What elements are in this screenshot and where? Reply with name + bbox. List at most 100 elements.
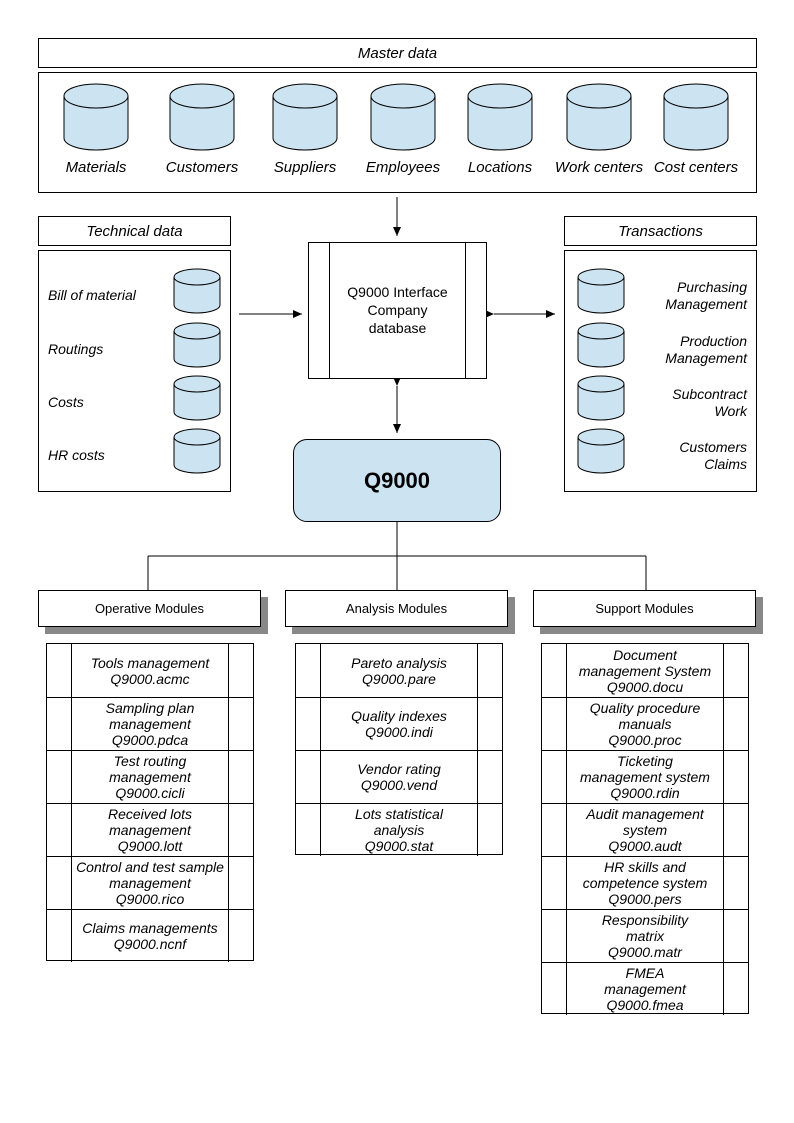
row-divider	[228, 751, 229, 803]
row-divider	[228, 857, 229, 909]
technical-data-title-box: Technical data	[38, 216, 231, 246]
cylinder-icon	[173, 322, 221, 368]
cylinder-icon	[63, 83, 129, 151]
q9000-label: Q9000	[363, 467, 431, 493]
module-item-line: Q9000.pers	[608, 891, 682, 907]
module-item-line: Sampling plan	[105, 700, 195, 716]
transaction-line: Production	[680, 333, 747, 349]
interface-right-bar	[465, 243, 466, 378]
module-item-line: system	[622, 822, 668, 838]
module-item-line: Q9000.pare	[362, 670, 436, 687]
row-divider	[723, 644, 724, 697]
module-item-line: analysis	[373, 822, 425, 838]
row-divider	[723, 804, 724, 856]
row-divider	[228, 644, 229, 697]
row-divider	[71, 751, 72, 803]
module-item-line: HR skills and	[604, 859, 686, 875]
master-item-work-centers: Work centers	[554, 159, 644, 176]
module-item-line: management System	[578, 662, 712, 679]
module-item-line: Document	[613, 646, 677, 663]
module-item-line: management	[109, 769, 191, 785]
module-item-line: Q9000.lott	[117, 838, 183, 854]
module-item-line: Ticketing	[617, 753, 673, 769]
module-item-line: Q9000.acmc	[110, 670, 190, 687]
interface-line-2: Company	[367, 302, 428, 318]
master-item-cost-centers: Cost centers	[653, 159, 739, 176]
row-divider	[71, 804, 72, 856]
cylinder-icon	[169, 83, 235, 151]
cylinder-icon	[173, 375, 221, 421]
master-data-title: Master data	[357, 44, 438, 62]
row-divider	[566, 910, 567, 962]
module-item-line: Q9000.docu	[606, 678, 684, 695]
module-item-line: Vendor rating	[357, 761, 441, 777]
row-divider	[228, 698, 229, 750]
row-divider	[477, 698, 478, 750]
technical-item-hr-costs: HR costs	[48, 447, 105, 463]
module-item-line: Lots statistical	[355, 806, 443, 822]
module-item-line: Q9000.fmea	[606, 997, 684, 1013]
transaction-line: Work	[714, 403, 747, 419]
cylinder-icon	[173, 268, 221, 314]
master-item-customers: Customers	[165, 159, 239, 176]
row-divider	[320, 804, 321, 856]
row-divider	[723, 963, 724, 1015]
analysis-modules-header: Analysis Modules	[285, 590, 508, 627]
cylinder-icon	[173, 428, 221, 474]
cylinder-icon	[577, 322, 625, 368]
cylinder-icon	[577, 428, 625, 474]
row-divider	[228, 910, 229, 962]
support-modules-header: Support Modules	[533, 590, 756, 627]
module-item-line: Q9000.audt	[608, 838, 682, 854]
module-item-line: competence system	[582, 875, 708, 891]
module-item-line: management system	[580, 769, 710, 785]
transactions-title: Transactions	[618, 222, 703, 240]
operative-modules-header: Operative Modules	[38, 590, 261, 627]
module-item-line: Audit management	[586, 806, 704, 822]
row-divider	[723, 751, 724, 803]
master-item-materials: Materials	[65, 159, 127, 176]
cylinder-icon	[577, 375, 625, 421]
module-item-line: management	[109, 875, 191, 891]
module-item-line: Q9000.matr	[608, 944, 682, 960]
cylinder-icon	[467, 83, 533, 151]
transaction-line: Management	[665, 296, 747, 312]
technical-item-routings: Routings	[48, 341, 104, 357]
cylinder-icon	[370, 83, 436, 151]
module-item-line: Q9000.cicli	[115, 785, 185, 801]
module-item-line: Q9000.ncnf	[113, 936, 187, 952]
master-item-suppliers: Suppliers	[273, 159, 337, 176]
row-divider	[566, 963, 567, 1015]
row-divider	[723, 910, 724, 962]
cylinder-icon	[577, 268, 625, 314]
row-divider	[723, 857, 724, 909]
module-item-line: FMEA	[625, 965, 665, 981]
transaction-line: Claims	[704, 456, 747, 472]
